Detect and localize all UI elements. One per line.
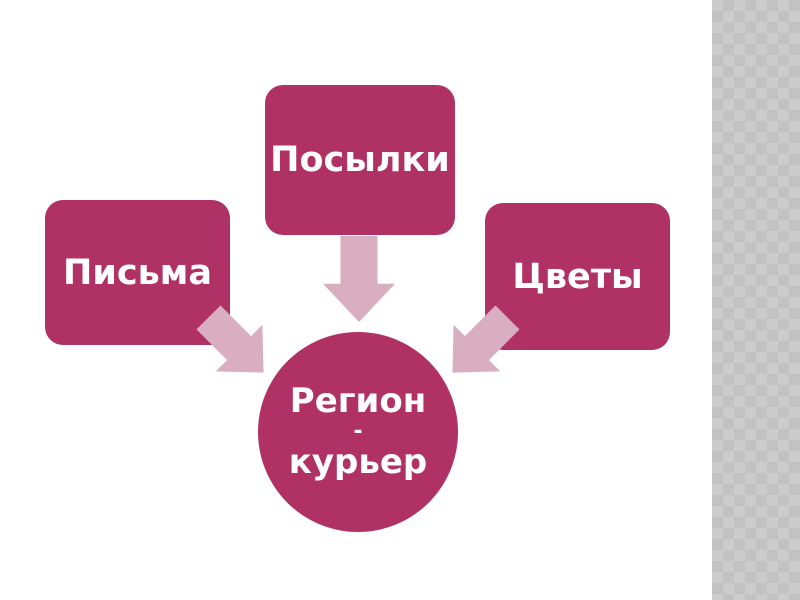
decorative-diamond-strip <box>710 0 800 600</box>
node-parcels: Посылки <box>265 85 455 235</box>
arrow-flowers-to-center <box>429 294 531 396</box>
node-center: Регион - курьер <box>258 332 458 532</box>
node-letters: Письма <box>45 200 230 345</box>
center-line-2: - <box>353 419 363 444</box>
node-letters-label: Письма <box>63 252 212 293</box>
node-parcels-label: Посылки <box>270 140 450 180</box>
arrow-letters-to-center <box>185 294 287 396</box>
node-flowers-label: Цветы <box>512 256 643 297</box>
node-center-label: Регион - курьер <box>288 380 428 482</box>
arrow-parcels-to-center <box>323 236 395 322</box>
center-line-3: курьер <box>288 442 428 482</box>
center-line-1: Регион <box>289 380 427 421</box>
node-flowers: Цветы <box>485 203 670 350</box>
